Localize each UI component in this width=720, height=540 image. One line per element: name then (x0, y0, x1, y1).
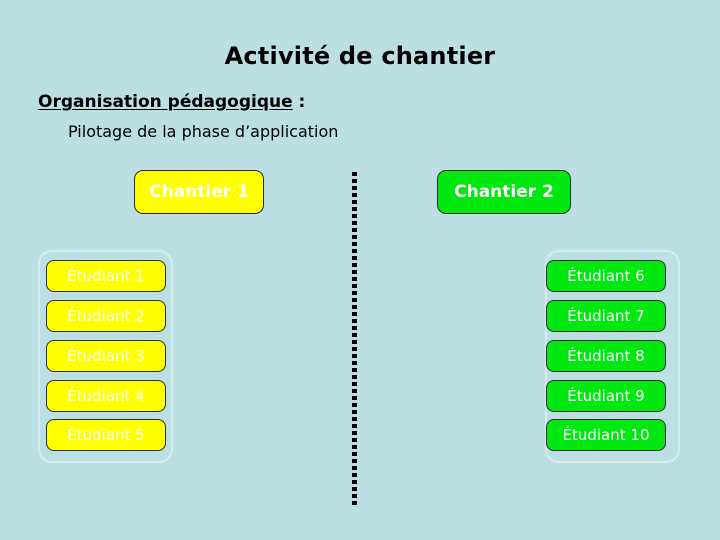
student-item: Étudiant 1 (46, 260, 166, 292)
student-item: Étudiant 7 (546, 300, 666, 332)
page-title: Activité de chantier (224, 42, 496, 70)
student-item: Étudiant 8 (546, 340, 666, 372)
student-label: Étudiant 1 (67, 267, 145, 285)
student-label: Étudiant 7 (567, 307, 645, 325)
chantier-2-label: Chantier 2 (454, 182, 554, 202)
student-label: Étudiant 3 (67, 347, 145, 365)
student-label: Étudiant 4 (67, 387, 145, 405)
student-item: Étudiant 9 (546, 380, 666, 412)
student-label: Étudiant 9 (567, 387, 645, 405)
student-item: Étudiant 6 (546, 260, 666, 292)
chantier-1-group-panel (38, 250, 173, 463)
student-label: Étudiant 10 (562, 426, 650, 444)
chantier-1-header: Chantier 1 (134, 170, 264, 214)
organisation-subheading: Pilotage de la phase d’application (68, 122, 339, 141)
student-item: Étudiant 5 (46, 419, 166, 451)
organisation-heading: Organisation pédagogique : (38, 92, 305, 112)
student-label: Étudiant 6 (567, 267, 645, 285)
student-label: Étudiant 2 (67, 307, 145, 325)
student-item: Étudiant 2 (46, 300, 166, 332)
student-label: Étudiant 5 (67, 426, 145, 444)
chantier-1-label: Chantier 1 (149, 182, 249, 202)
student-item: Étudiant 3 (46, 340, 166, 372)
chantier-2-header: Chantier 2 (437, 170, 571, 214)
organisation-heading-underlined: Organisation pédagogique (38, 92, 293, 112)
vertical-dotted-divider (352, 172, 357, 505)
organisation-heading-colon: : (292, 92, 306, 112)
student-label: Étudiant 8 (567, 347, 645, 365)
student-item: Étudiant 4 (46, 380, 166, 412)
student-item: Étudiant 10 (546, 419, 666, 451)
